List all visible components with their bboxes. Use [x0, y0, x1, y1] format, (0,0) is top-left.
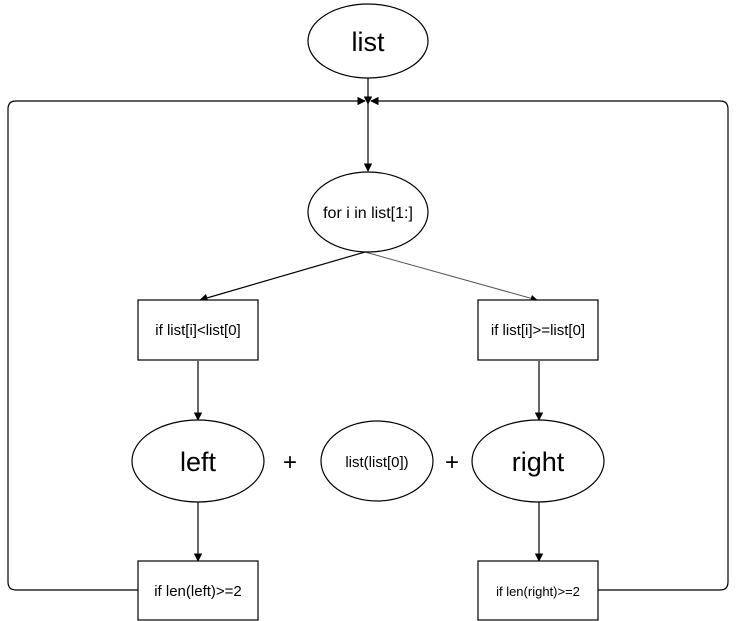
edge-len-right-loopback	[370, 96, 729, 591]
node-cond-right: if list[i]>=list[0]	[477, 299, 599, 361]
len-right-label: if len(right)>=2	[496, 584, 580, 599]
cond-left-box	[137, 299, 259, 361]
node-right: right	[471, 419, 605, 503]
cond-right-label: if list[i]>=list[0]	[491, 322, 585, 339]
right-ellipse	[471, 419, 605, 503]
pivot-label: list(list[0])	[345, 454, 408, 471]
for-loop-ellipse	[307, 171, 429, 253]
cond-left-label: if list[i]<list[0]	[155, 322, 240, 339]
for-loop-label: for i in list[1:]	[323, 205, 413, 222]
list-ellipse	[307, 3, 429, 79]
node-list: list	[307, 3, 429, 79]
node-pivot: list(list[0])	[320, 420, 434, 502]
edge-loop-to-left-cond	[199, 251, 366, 302]
node-len-right: if len(right)>=2	[477, 560, 599, 621]
right-label: right	[512, 447, 565, 477]
left-label: left	[180, 447, 217, 477]
left-ellipse	[131, 419, 265, 503]
len-left-label: if len(left)>=2	[154, 583, 242, 600]
edges	[7, 78, 729, 591]
list-label: list	[352, 27, 385, 57]
len-right-box	[477, 560, 599, 621]
cond-right-box	[477, 299, 599, 361]
len-left-box	[137, 560, 259, 621]
edge-loop-to-right-cond	[364, 251, 538, 302]
plus-operator-1: +	[283, 449, 297, 476]
node-len-left: if len(left)>=2	[137, 560, 259, 621]
node-left: left	[131, 419, 265, 503]
plus-operator-2: +	[445, 449, 459, 476]
edge-len-left-loopback	[7, 96, 366, 591]
node-for-loop: for i in list[1:]	[307, 171, 429, 253]
node-cond-left: if list[i]<list[0]	[137, 299, 259, 361]
pivot-ellipse	[320, 420, 434, 502]
